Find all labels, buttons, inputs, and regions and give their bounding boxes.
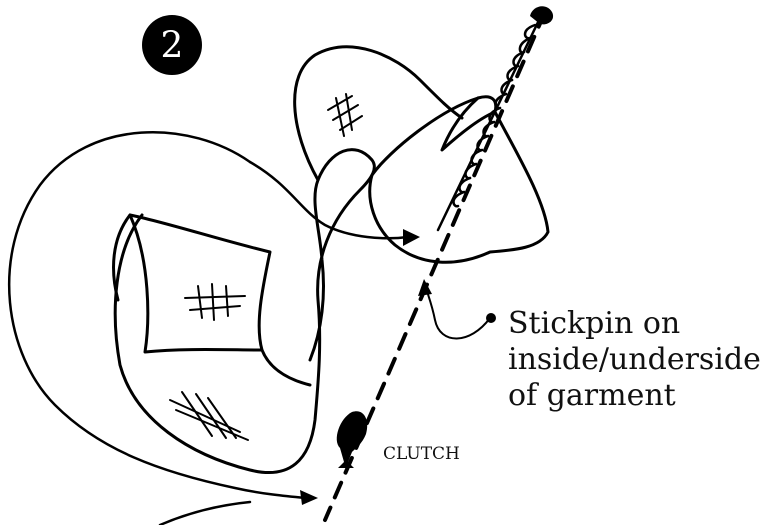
stitch-marks-upper [328,94,362,136]
garment-loop-arrowhead [300,490,318,505]
step-badge: 2 [142,15,202,75]
front-fabric-panel [130,215,270,352]
stitch-marks-front [185,284,245,320]
callout-line-2: inside/underside [508,342,761,377]
callout-dot [486,313,496,323]
lower-fabric-section [262,350,310,385]
callout-leader [426,288,490,339]
callout-line-1: Stickpin on [508,306,680,341]
garment-inner-curl [250,162,408,238]
fabric-fold-body [115,150,374,473]
callout-arrowhead [418,279,432,296]
stickpin-head [530,6,553,24]
inner-curl-arrowhead [403,229,420,246]
callout-line-3: of garment [508,378,676,413]
clutch-label: CLUTCH [383,444,460,464]
upper-fabric-loop [295,47,462,180]
fabric-tail [160,502,250,525]
stickpin-spiral [438,18,540,230]
stitch-marks-lower [170,392,248,440]
step-number: 2 [161,26,184,67]
